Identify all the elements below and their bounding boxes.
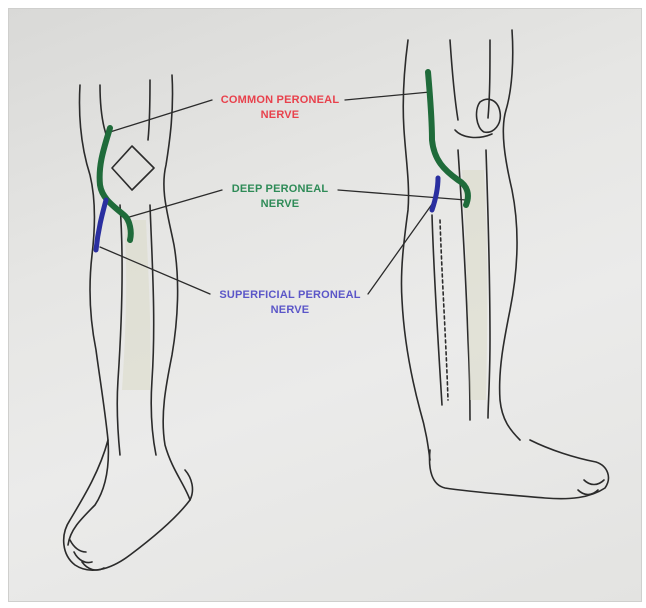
label-superficial-peroneal-nerve: SUPERFICIAL PERONEAL NERVE <box>205 288 375 318</box>
left-leg-drawing <box>64 75 193 570</box>
label-common-line1: COMMON PERONEAL <box>205 93 355 108</box>
right-fibula <box>440 220 448 400</box>
label-common-line2: NERVE <box>205 108 355 123</box>
label-deep-line1: DEEP PERONEAL <box>218 182 342 197</box>
right-femur-line-a <box>450 40 458 120</box>
left-tibia-medial <box>150 205 156 455</box>
leader-deep-left <box>126 190 222 218</box>
left-leg-outline-medial <box>163 75 190 500</box>
right-knee-joint <box>455 130 492 137</box>
label-superficial-line1: SUPERFICIAL PERONEAL <box>205 288 375 303</box>
left-superficial-peroneal-nerve <box>96 200 106 250</box>
label-deep-line2: NERVE <box>218 197 342 212</box>
left-tibia-fill <box>122 220 151 390</box>
leader-common-right <box>345 92 430 100</box>
leader-common-left <box>110 100 212 132</box>
left-patella <box>112 146 154 190</box>
right-leg-outline-anterior <box>500 30 520 440</box>
left-femur-line-b <box>148 80 150 140</box>
right-femur-line-b <box>488 40 490 118</box>
label-common-peroneal-nerve: COMMON PERONEAL NERVE <box>205 93 355 123</box>
left-tibia-lateral <box>117 205 122 455</box>
leader-superficial-left <box>100 247 210 294</box>
left-foot <box>64 440 193 570</box>
label-deep-peroneal-nerve: DEEP PERONEAL NERVE <box>218 182 342 212</box>
leader-deep-right <box>338 190 466 200</box>
right-leg-outline-posterior <box>401 40 430 460</box>
right-superficial-peroneal-nerve <box>432 178 438 210</box>
right-common-peroneal-nerve <box>428 72 468 205</box>
label-superficial-line2: NERVE <box>205 303 375 318</box>
right-foot <box>430 440 609 499</box>
right-toes <box>578 480 604 495</box>
